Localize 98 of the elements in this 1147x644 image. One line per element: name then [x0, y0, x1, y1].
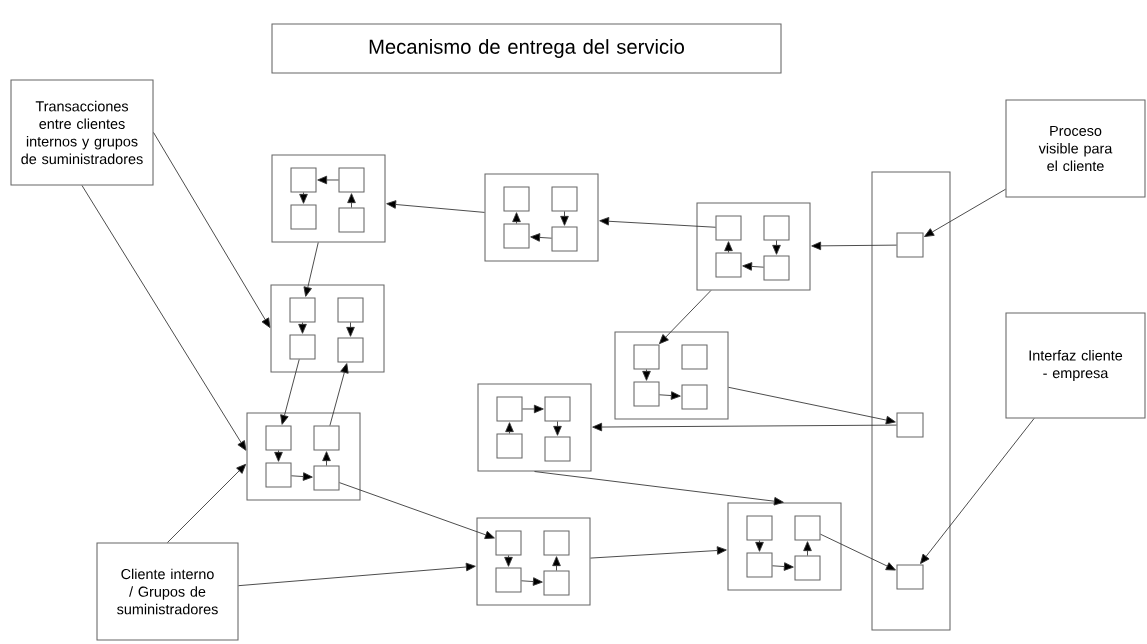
- arrow: [803, 541, 812, 556]
- step-box: [290, 204, 317, 230]
- step-box: [715, 252, 742, 278]
- step-box: [763, 215, 790, 241]
- process-box: [696, 202, 811, 291]
- process-box: [727, 502, 842, 591]
- arrow: [386, 200, 485, 213]
- arrow: [153, 132, 271, 328]
- step-box: [681, 344, 708, 370]
- text-box: Proceso visible para el cliente: [1005, 99, 1146, 198]
- arrow: [659, 391, 681, 400]
- step-box: [544, 396, 571, 422]
- arrow: [522, 404, 544, 414]
- step-box: [289, 334, 316, 360]
- step-box: [289, 297, 316, 323]
- step-box: [495, 567, 522, 593]
- arrow: [329, 363, 349, 426]
- step-box: [551, 226, 578, 252]
- step-box: [681, 384, 708, 410]
- arrow: [642, 369, 651, 381]
- arrow: [521, 577, 543, 586]
- step-box: [794, 555, 821, 581]
- process-box: [476, 517, 591, 606]
- step-box: [290, 167, 317, 193]
- title-box: Mecanismo de entrega del servicio: [271, 23, 782, 74]
- step-box: [313, 425, 340, 451]
- arrow: [512, 212, 521, 224]
- arrow: [924, 188, 1006, 237]
- step-box: [896, 412, 924, 438]
- step-box: [746, 552, 773, 578]
- process-box: [614, 331, 729, 420]
- step-box: [338, 207, 365, 233]
- step-box: [543, 570, 570, 596]
- arrow: [592, 422, 897, 432]
- arrow: [553, 421, 562, 436]
- step-box: [265, 462, 292, 488]
- arrow: [238, 562, 476, 587]
- arrow: [772, 562, 794, 571]
- arrow: [280, 359, 300, 425]
- arrow: [504, 555, 513, 567]
- step-box: [495, 530, 522, 556]
- arrow: [552, 556, 561, 571]
- arrow: [346, 322, 355, 337]
- arrow: [274, 450, 283, 462]
- arrow: [811, 241, 897, 251]
- process-box: [477, 383, 592, 472]
- arrow: [530, 233, 552, 242]
- arrow: [590, 546, 727, 559]
- step-box: [746, 515, 773, 541]
- arrow: [303, 242, 319, 297]
- arrow: [659, 290, 712, 345]
- arrow: [534, 471, 784, 506]
- step-box: [715, 215, 742, 241]
- text-box: Transacciones entre clientes internos y grupos de suministradores: [10, 79, 154, 186]
- step-box: [543, 530, 570, 556]
- arrow: [560, 211, 569, 226]
- text-box: Cliente interno / Grupos de suministradores: [96, 542, 239, 641]
- step-box: [337, 297, 364, 323]
- step-box: [896, 232, 924, 258]
- arrow: [298, 322, 307, 334]
- step-box: [551, 186, 578, 212]
- step-box: [896, 564, 924, 590]
- step-box: [763, 255, 790, 281]
- arrow: [322, 451, 331, 466]
- arrow: [755, 540, 764, 552]
- step-box: [633, 344, 660, 370]
- process-box: [270, 284, 385, 373]
- arrow: [291, 472, 313, 481]
- step-box: [337, 337, 364, 363]
- step-box: [544, 436, 571, 462]
- process-box: [271, 154, 386, 243]
- step-box: [338, 167, 365, 193]
- step-box: [503, 223, 530, 249]
- arrow: [167, 463, 247, 543]
- arrow: [81, 185, 247, 451]
- text-box: Interfaz cliente - empresa: [1005, 312, 1146, 419]
- arrow: [505, 422, 514, 434]
- arrow: [299, 192, 308, 204]
- step-box: [496, 433, 523, 459]
- process-box: [246, 412, 361, 501]
- arrow: [347, 193, 356, 208]
- step-box: [503, 186, 530, 212]
- arrow: [339, 482, 495, 539]
- process-box: [484, 173, 599, 262]
- step-box: [633, 381, 660, 407]
- step-box: [265, 425, 292, 451]
- arrow: [599, 217, 716, 228]
- arrow: [772, 240, 781, 255]
- arrow: [728, 386, 896, 425]
- arrow: [920, 418, 1035, 564]
- arrow: [724, 241, 733, 253]
- arrow: [742, 262, 764, 271]
- step-box: [313, 465, 340, 491]
- arrow: [317, 175, 339, 185]
- step-box: [496, 396, 523, 422]
- lane-bar: [871, 171, 951, 631]
- arrow: [820, 533, 896, 571]
- step-box: [794, 515, 821, 541]
